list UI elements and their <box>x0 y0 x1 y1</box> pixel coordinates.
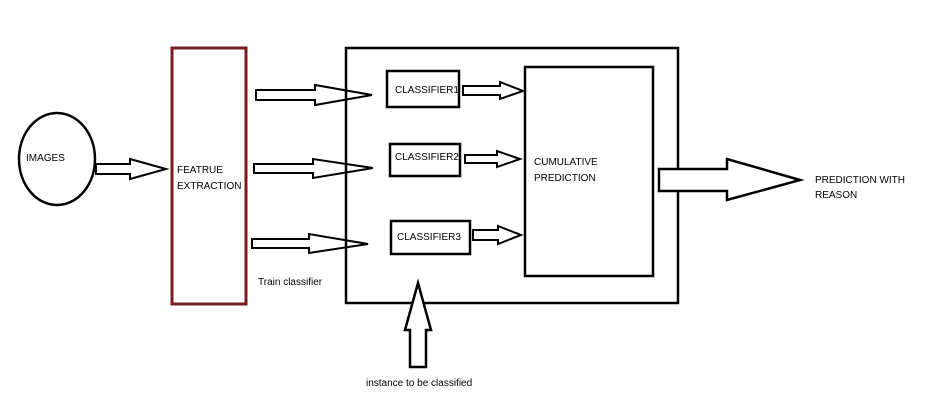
arrow-images-to-feature <box>95 157 170 181</box>
instance-label: instance to be classified <box>366 378 472 389</box>
arrow-feature-to-classifier1 <box>255 83 373 107</box>
feature-extraction-label-2: EXTRACTION <box>177 181 241 192</box>
images-label: IMAGES <box>26 153 65 164</box>
feature-extraction-label-1: FEATRUE <box>177 165 223 176</box>
feature-extraction-box <box>170 46 248 306</box>
arrow-classifier2-to-cumulative <box>464 149 524 169</box>
arrow-classifier3-to-cumulative <box>472 224 524 246</box>
classifier2-box <box>388 142 462 178</box>
output-label-1: PREDICTION WITH <box>815 175 905 186</box>
train-classifier-label: Train classifier <box>258 277 323 288</box>
classifier1-label: CLASSIFIER1 <box>395 85 459 96</box>
classifier2-label: CLASSIFIER2 <box>395 152 459 163</box>
output-label-2: REASON <box>815 190 857 201</box>
images-node <box>17 111 97 207</box>
cumulative-label-1: CUMULATIVE <box>534 157 598 168</box>
classifier1-box <box>385 69 461 109</box>
classifier3-label: CLASSIFIER3 <box>397 232 461 243</box>
arrow-classifier1-to-cumulative <box>462 80 526 101</box>
cumulative-prediction-box <box>523 65 655 278</box>
arrow-instance-to-ensemble <box>403 278 433 369</box>
arrow-to-output <box>657 157 805 202</box>
arrow-feature-to-classifier3 <box>251 232 369 255</box>
classifier3-box <box>389 219 472 256</box>
cumulative-label-2: PREDICTION <box>534 173 596 184</box>
arrow-feature-to-classifier2 <box>253 157 374 180</box>
